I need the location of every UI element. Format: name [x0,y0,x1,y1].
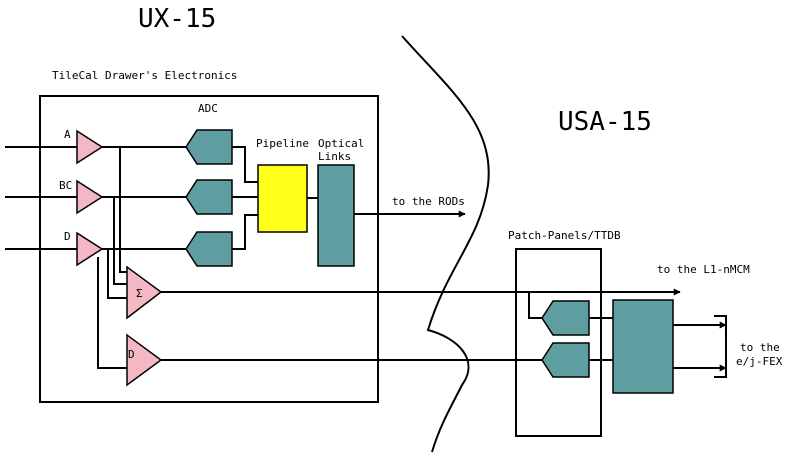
sigma-label: Σ [136,287,143,300]
input-label-d: D [64,230,71,243]
amplifier-a [76,129,104,165]
patch-panel-box [515,248,602,437]
region-label-usa15: USA-15 [558,107,652,137]
tap-bc-to-sigma [113,197,127,285]
label-to-efex-line2: e/j-FEX [736,355,783,368]
optical-label-line2: Links [318,150,351,163]
d-amp-label: D [128,348,135,361]
cavern-boundary-curve [401,35,490,453]
tap-a-to-sigma [119,147,127,273]
tap-l1-to-ttdb-adc [528,292,542,319]
optical-links-block [317,164,355,267]
pipeline-block [257,164,308,233]
adc-bc [185,179,233,215]
label-to-rods: to the RODs [392,195,465,208]
adc-d [185,231,233,267]
region-label-ux15: UX-15 [138,4,216,34]
efex-bracket [714,315,727,378]
summing-amplifier-d [126,333,163,387]
tap-d-to-d-amp [97,257,127,369]
pipeline-label: Pipeline [256,137,309,150]
summing-amplifier-sigma [126,265,163,320]
patch-panel-title: Patch-Panels/TTDB [508,229,621,242]
adc-label: ADC [198,102,218,115]
ttdb-processing-block [612,299,674,394]
optical-label-line1: Optical [318,137,364,150]
label-to-efex-line1: to the [740,341,780,354]
amplifier-bc [76,179,104,215]
input-label-a: A [64,128,71,141]
ttdb-adc-upper [541,300,590,336]
amplifier-d [76,231,104,267]
wire-adc-a-to-pipeline [232,146,258,183]
adc-a [185,129,233,165]
tap-d-to-sigma [107,249,127,299]
input-label-bc: BC [59,179,72,192]
ttdb-adc-lower [541,342,590,378]
wire-adc-d-to-pipeline [232,214,258,250]
label-to-l1-nmcm: to the L1-nMCM [657,263,750,276]
drawer-title: TileCal Drawer's Electronics [52,69,237,82]
